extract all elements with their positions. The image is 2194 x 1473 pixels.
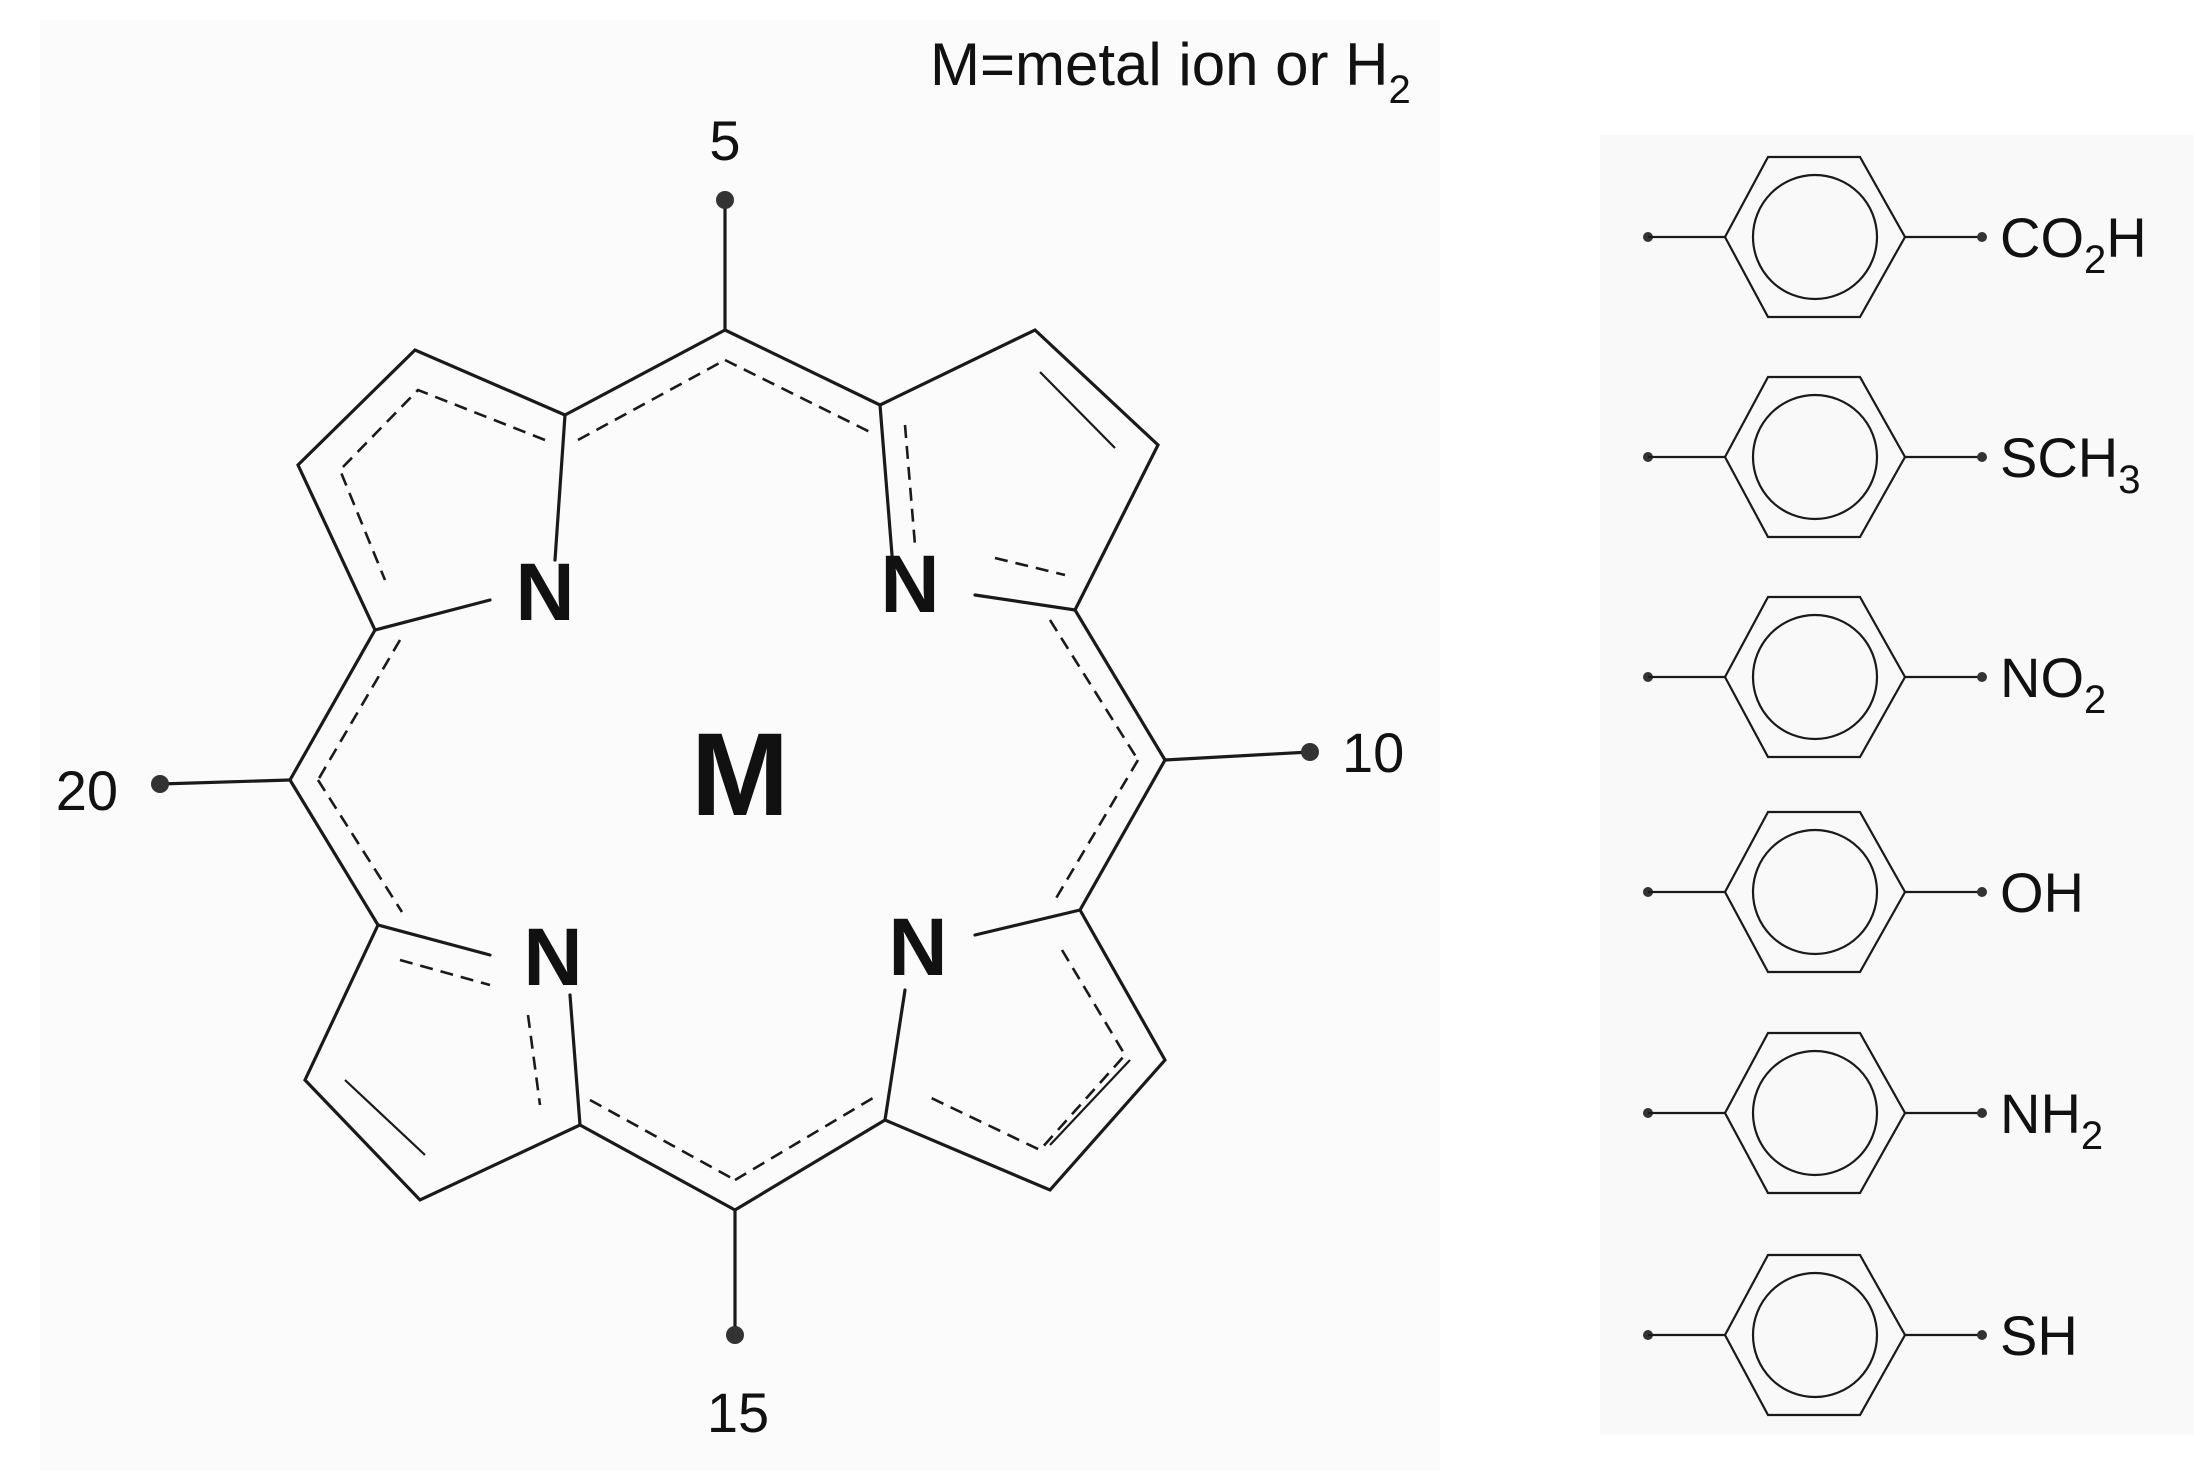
nitrogen-bottom-right: N	[888, 902, 947, 993]
substituent-formula: NO2	[2000, 646, 2106, 722]
meso-bridge-20	[288, 628, 404, 927]
pyrrole-ring-top-left	[296, 348, 567, 632]
substituent-formula: SCH3	[2000, 426, 2140, 502]
nitrogen-top-right: N	[880, 539, 939, 630]
stub-20	[158, 778, 292, 786]
substituent-formula: OH	[2000, 861, 2084, 924]
pyrrole-ring-bottom-right	[883, 908, 1167, 1192]
metal-center: M	[691, 709, 789, 841]
substituent-row: SH	[1643, 1253, 2078, 1417]
caption: M=metal ion or H2	[930, 31, 1411, 112]
substituent-formula: NH2	[2000, 1082, 2103, 1158]
substituent-row: NO2	[1643, 595, 2106, 759]
position-5: 5	[709, 109, 740, 172]
nitrogen-top-left: N	[515, 547, 574, 638]
atom-dot-5	[716, 191, 734, 209]
caption-text: M=metal ion or H	[930, 31, 1389, 98]
atom-dot-20	[151, 775, 169, 793]
pyrrole-ring-bottom-left	[303, 923, 582, 1202]
substituent-row: NH2	[1643, 1031, 2103, 1195]
meso-bridge-10	[1048, 608, 1167, 912]
atom-dot-15	[726, 1326, 744, 1344]
position-20: 20	[56, 759, 118, 822]
meso-bridge-5	[563, 328, 882, 442]
porphyrin-core: 5 10 15 20 N N N N M	[56, 109, 1405, 1444]
stub-10	[1163, 750, 1312, 762]
substituent-row: CO2H	[1643, 155, 2147, 319]
meso-bridge-15	[578, 1093, 887, 1212]
substituent-row: OH	[1643, 810, 2084, 974]
substituent-formula: SH	[2000, 1304, 2078, 1367]
nitrogen-bottom-left: N	[523, 912, 582, 1003]
substituent-row: SCH3	[1643, 375, 2140, 539]
substituent-formula: CO2H	[2000, 206, 2147, 282]
atom-dot-10	[1301, 743, 1319, 761]
pyrrole-ring-top-right	[878, 328, 1160, 612]
substituent-list: CO2H SCH3 NO2	[1643, 155, 2147, 1417]
position-15: 15	[707, 1381, 769, 1444]
caption-subscript: 2	[1389, 68, 1411, 112]
position-10: 10	[1342, 721, 1404, 784]
